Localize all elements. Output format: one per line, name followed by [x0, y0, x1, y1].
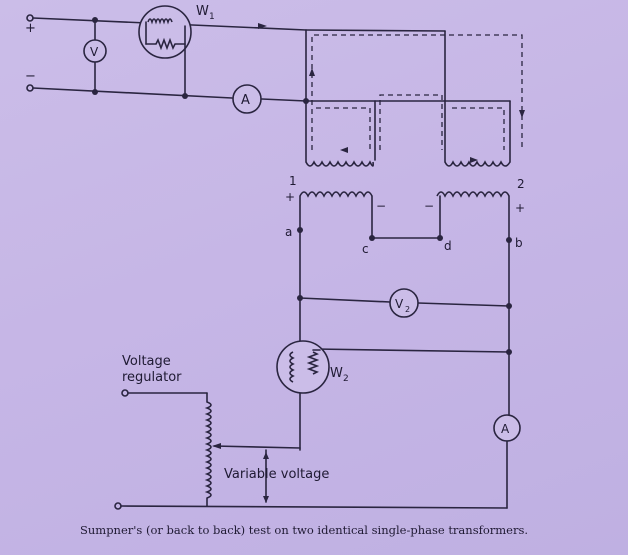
regulator-tap-arrow: [212, 443, 221, 449]
voltage-regulator-label-line2: regulator: [122, 370, 182, 385]
terminal-c-label: c: [362, 242, 369, 256]
terminal-d-dot: [437, 235, 443, 241]
variable-voltage-arrow-up: [263, 452, 269, 459]
junction-dot: [303, 98, 309, 104]
junction-dot: [297, 295, 303, 301]
junction-dot: [92, 89, 98, 95]
terminal-a-dot: [297, 227, 303, 233]
ammeter-a1-label: A: [241, 93, 250, 108]
ammeter-a2-label: A: [501, 422, 510, 436]
wattmeter-w1: [138, 5, 192, 97]
terminal-d-label: d: [444, 239, 452, 253]
secondary-coil-2: [436, 191, 510, 198]
voltmeter-v1-label: V: [90, 45, 99, 59]
terminal-2-label: 2: [517, 177, 525, 191]
wattmeter-w2-label: W: [330, 366, 343, 381]
figure-caption: Sumpner's (or back to back) test on two …: [80, 523, 528, 537]
flux-arrow: [470, 157, 478, 163]
wattmeter-w2-subscript: 2: [343, 374, 349, 384]
primary-coil-1: [305, 160, 374, 167]
flux-arrow: [340, 147, 348, 153]
terminal-a-label: a: [285, 225, 292, 239]
t1-minus-label: −: [376, 199, 386, 213]
voltmeter-v2: [389, 288, 419, 318]
t2-minus-label: −: [424, 199, 434, 213]
t2-plus-label: +: [515, 201, 525, 215]
terminal-b-dot: [506, 237, 512, 243]
voltmeter-v2-label: V: [395, 297, 404, 311]
voltage-regulator-label-line1: Voltage: [122, 354, 171, 369]
current-arrow: [258, 23, 267, 29]
junction-dot: [182, 93, 188, 99]
plus-terminal-label: +: [25, 21, 36, 36]
variable-voltage-label: Variable voltage: [224, 467, 329, 482]
terminal-c-dot: [369, 235, 375, 241]
secondary-wiring: [299, 195, 510, 451]
voltmeter-v1: [83, 19, 107, 93]
wattmeter-w1-subscript: 1: [209, 12, 215, 22]
primary-wiring: [305, 29, 511, 163]
secondary-coil-1: [299, 191, 373, 198]
terminal-b-label: b: [515, 236, 523, 250]
junction-dot: [506, 349, 512, 355]
minus-terminal-label: −: [25, 69, 36, 84]
wattmeter-w1-label: W: [196, 4, 209, 19]
voltage-regulator: [114, 389, 508, 510]
ammeter-a2: [493, 414, 521, 509]
voltmeter-v2-subscript: 2: [405, 305, 410, 314]
junction-dot: [92, 17, 98, 23]
flux-arrow: [309, 68, 315, 76]
junction-dot: [506, 303, 512, 309]
variable-voltage-arrow-down: [263, 496, 269, 503]
t1-plus-label: +: [285, 190, 295, 204]
dashed-current-path: [311, 34, 523, 150]
primary-coil-2: [444, 160, 511, 167]
terminal-1-label: 1: [289, 174, 297, 188]
flux-arrow: [519, 110, 525, 118]
wattmeter-w2: [276, 340, 330, 394]
ammeter-a1: [232, 84, 262, 114]
